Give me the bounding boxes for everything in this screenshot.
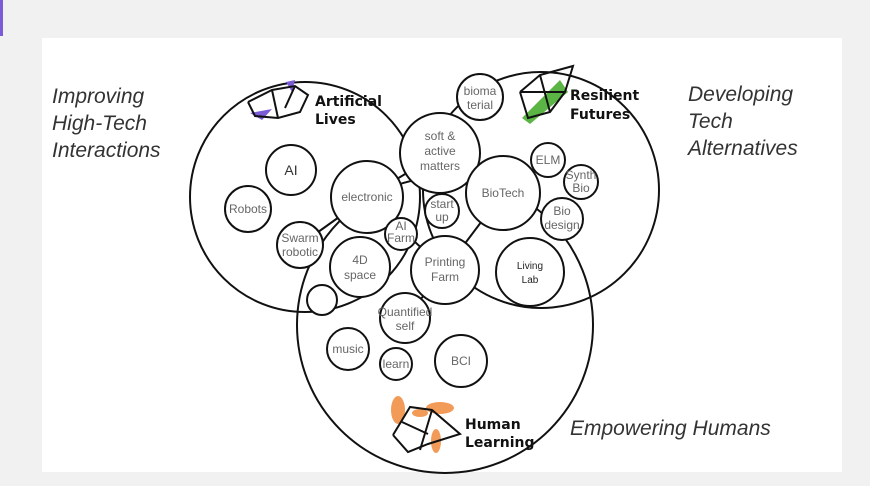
svg-text:Lives: Lives bbox=[315, 112, 356, 128]
label-developing-tech: Developing Tech Alternatives bbox=[686, 83, 798, 160]
svg-text:Interactions: Interactions bbox=[52, 139, 161, 162]
svg-text:Learning: Learning bbox=[465, 435, 535, 451]
svg-text:music: music bbox=[332, 342, 363, 356]
svg-text:Developing: Developing bbox=[688, 83, 793, 106]
resilient-futures-logo-icon bbox=[519, 64, 575, 124]
node-elm: ELM bbox=[530, 142, 566, 178]
node-bci: BCI bbox=[434, 334, 488, 388]
svg-text:High-Tech: High-Tech bbox=[52, 112, 147, 135]
svg-text:Human: Human bbox=[465, 417, 521, 433]
svg-text:Robots: Robots bbox=[229, 202, 267, 216]
node-robots: Robots bbox=[224, 185, 272, 233]
accent-bar bbox=[0, 0, 3, 36]
svg-text:Tech: Tech bbox=[688, 110, 733, 133]
node-biotech: BioTech bbox=[465, 155, 541, 231]
svg-text:AI: AI bbox=[284, 162, 297, 178]
svg-text:electronic: electronic bbox=[341, 190, 392, 204]
svg-text:Alternatives: Alternatives bbox=[686, 137, 798, 160]
node-empty bbox=[306, 284, 338, 316]
svg-text:Improving: Improving bbox=[52, 85, 145, 108]
label-improving-high-tech: Improving High-Tech Interactions bbox=[52, 85, 161, 162]
label-empowering-humans: Empowering Humans bbox=[570, 417, 771, 440]
artificial-lives-logo-icon bbox=[247, 80, 310, 120]
svg-text:BCI: BCI bbox=[451, 354, 471, 368]
node-ai: AI bbox=[265, 144, 317, 196]
node-music: music bbox=[326, 327, 370, 371]
circle-artificial-lives bbox=[189, 81, 421, 313]
svg-text:learn: learn bbox=[383, 357, 410, 371]
svg-text:Resilient: Resilient bbox=[570, 88, 639, 104]
svg-text:ELM: ELM bbox=[536, 153, 561, 167]
svg-text:Artificial: Artificial bbox=[315, 94, 382, 110]
svg-text:BioTech: BioTech bbox=[482, 186, 525, 200]
human-learning-logo-icon bbox=[391, 396, 463, 454]
svg-text:Futures: Futures bbox=[570, 107, 630, 123]
node-learn: learn bbox=[379, 347, 413, 381]
node-electronic: electronic bbox=[330, 160, 404, 234]
